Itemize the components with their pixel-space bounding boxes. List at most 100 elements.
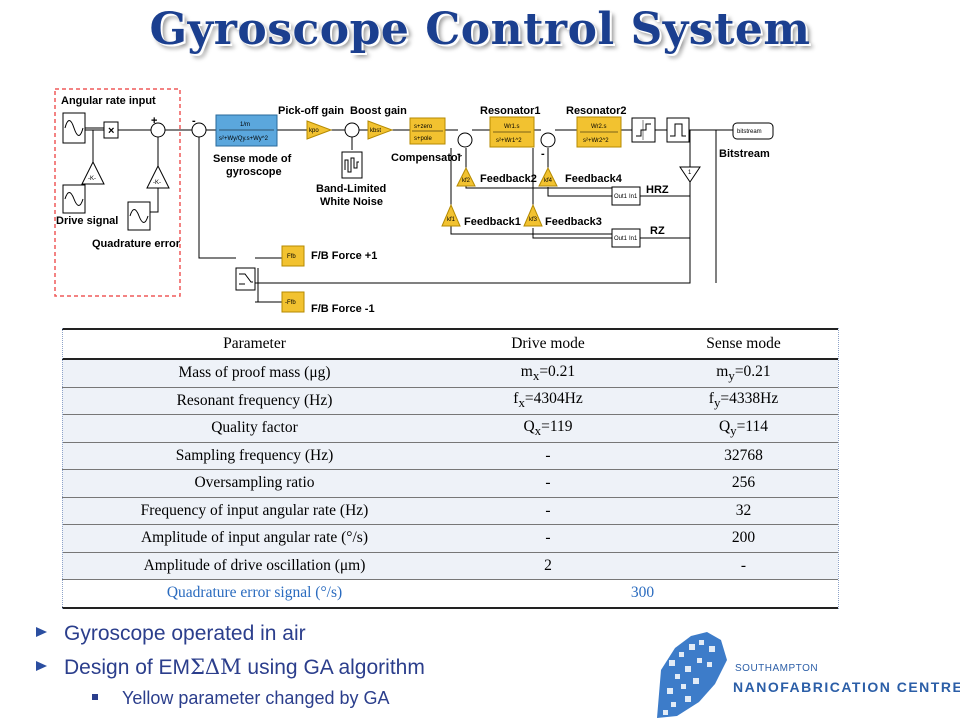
drive-sub: x — [534, 422, 542, 438]
label-resonator2: Resonator2 — [566, 105, 627, 117]
table-row: Sampling frequency (Hz) - 32768 — [62, 441, 838, 470]
sign-minus: - — [457, 148, 461, 160]
feedback3-gain — [523, 203, 543, 227]
bitstream-output-label: bitstream — [737, 129, 762, 135]
force-positive-block — [281, 245, 305, 267]
label-compensator: Compensator — [391, 152, 463, 164]
param-cell: Frequency of input angular rate (Hz) — [62, 496, 447, 525]
square-bullet-icon — [92, 694, 98, 701]
table-row: Mass of proof mass (μg) mx=0.21 my=0.21 — [62, 358, 838, 388]
quadrature-error-source — [127, 201, 151, 231]
drive-cell: Qx=119 — [447, 414, 649, 443]
feedback-switch-block — [235, 267, 256, 291]
parameter-table: Parameter Drive mode Sense mode Mass of … — [62, 328, 838, 609]
product-symbol: × — [108, 125, 114, 137]
bitstream-output-block — [732, 122, 774, 140]
noise-source-block — [341, 151, 363, 179]
logo-main-text: NANOFABRICATION CENTRE — [733, 679, 960, 695]
table-row: Frequency of input angular rate (Hz) - 3… — [62, 496, 838, 525]
sense-cell: my=0.21 — [649, 358, 838, 388]
bullet-arrow-icon — [36, 661, 47, 672]
drive-cell: 2 — [447, 551, 649, 580]
force-positive-symbol: Ffb — [287, 254, 296, 260]
sense-sub: y — [728, 367, 735, 383]
param-cell: Amplitude of input angular rate (°/s) — [62, 524, 447, 553]
sense-cell: 256 — [649, 469, 838, 498]
rz-out-port: Out1 — [614, 236, 628, 242]
drive-sub: x — [518, 395, 525, 411]
table-header-row: Parameter Drive mode Sense mode — [62, 328, 838, 360]
hrz-subsystem — [611, 186, 641, 206]
sign-minus: - — [192, 115, 196, 127]
unity-gain-triangle — [679, 166, 701, 183]
label-fb-force-pos: F/B Force +1 — [311, 250, 377, 262]
label-feedback4: Feedback4 — [565, 173, 623, 185]
param-cell: Quality factor — [62, 414, 447, 443]
feedback2-gain — [456, 166, 476, 187]
sense-sub: y — [730, 422, 737, 438]
resonator2-den: s²+Wr2^2 — [583, 138, 609, 144]
quadrature-value-cell: 300 — [447, 579, 838, 609]
drive-cell: - — [447, 496, 649, 525]
bullet-arrow-icon — [36, 627, 47, 638]
sign-minus: - — [541, 148, 545, 160]
slide-title: Gyroscope Control System — [149, 4, 811, 55]
table-row: Oversampling ratio - 256 — [62, 469, 838, 498]
label-angular-rate-input: Angular rate input — [61, 95, 156, 107]
label-resonator1: Resonator1 — [480, 105, 541, 117]
label-quadrature-error: Quadrature error — [92, 238, 181, 250]
resonator2-num: Wr2.s — [591, 124, 607, 130]
param-cell: Oversampling ratio — [62, 469, 447, 498]
angular-rate-source — [62, 112, 86, 144]
label-sense-mode-1: Sense mode of — [213, 153, 292, 165]
table-row: Resonant frequency (Hz) fx=4304Hz fy=433… — [62, 386, 838, 415]
sub-bullet-item: Yellow parameter changed by GA — [92, 688, 390, 709]
resonator1-num: Wr1.s — [504, 124, 520, 130]
quantizer-block — [631, 117, 656, 143]
bullet-item: Gyroscope operated in air — [36, 622, 306, 646]
feedback3-gain-label: kf3 — [529, 217, 538, 223]
feedback2-gain-label: kf2 — [462, 178, 471, 184]
sum-junction-2 — [191, 122, 207, 138]
bullet-text-post: using GA algorithm — [241, 656, 425, 679]
rz-subsystem — [611, 228, 641, 248]
sum-junction-5 — [540, 132, 556, 148]
table-row: Amplitude of input angular rate (°/s) - … — [62, 524, 838, 553]
label-noise-2: White Noise — [320, 196, 383, 208]
resonator1-den: s²+Wr1^2 — [496, 138, 522, 144]
sum-junction-4 — [457, 132, 473, 148]
bullet-item: Design of EMΣΔΜ using GA algorithm — [36, 655, 425, 680]
rz-in-port: In1 — [629, 236, 638, 242]
feedback4-gain — [538, 166, 558, 187]
label-feedback3: Feedback3 — [545, 216, 602, 228]
label-feedback1: Feedback1 — [464, 216, 521, 228]
unity-gain-label: 1 — [688, 170, 692, 176]
sum-junction-1 — [150, 122, 166, 138]
force-negative-symbol: -Ffb — [285, 300, 296, 306]
hrz-in-port: In1 — [629, 194, 638, 200]
label-rz: RZ — [650, 225, 665, 237]
sense-cell: 32768 — [649, 441, 838, 470]
sense-cell: Qy=114 — [649, 414, 838, 443]
block-diagram: × -K- -K- 1/m s²+Wy/Qy.s+Wy^2 kpo kbst s… — [54, 88, 774, 315]
param-cell: Amplitude of drive oscillation (μm) — [62, 551, 447, 580]
drive-cell: mx=0.21 — [447, 358, 649, 388]
drive-cell: - — [447, 524, 649, 553]
sense-cell: 200 — [649, 524, 838, 553]
compensator-num: s+zero — [414, 124, 433, 130]
quadrature-gain-triangle — [146, 164, 170, 189]
feedback4-gain-label: kf4 — [544, 178, 553, 184]
compensator-den: s+pole — [414, 136, 433, 142]
label-feedback2: Feedback2 — [480, 173, 537, 185]
label-sense-mode-2: gyroscope — [226, 166, 282, 178]
quadrature-row: Quadrature error signal (°/s) 300 — [62, 579, 838, 609]
sub-bullet-text: Yellow parameter changed by GA — [122, 688, 390, 708]
input-region-box — [54, 88, 181, 297]
sense-sub: y — [713, 395, 721, 411]
drive-cell: fx=4304Hz — [447, 386, 649, 415]
product-block — [103, 121, 119, 139]
table-row: Amplitude of drive oscillation (μm) 2 - — [62, 551, 838, 580]
param-cell: Resonant frequency (Hz) — [62, 386, 447, 415]
feedback1-gain — [441, 203, 461, 227]
param-cell: Quadrature error signal (°/s) — [62, 579, 447, 609]
